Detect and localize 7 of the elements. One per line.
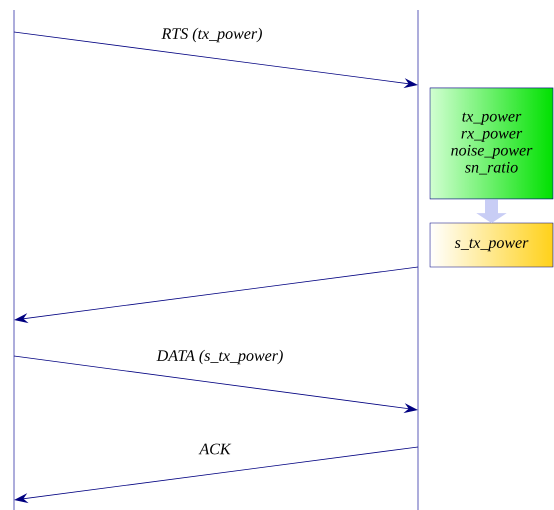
lifeline [417,10,419,510]
edge-label: RTS (tx_power) [160,26,264,44]
variables-box: tx_power rx_power noise_power sn_ratio [430,88,554,200]
lifeline [13,10,15,510]
edge-label: ACK [198,442,232,456]
edge-label: DATA (s_tx_power) [156,348,284,366]
result-box: s_tx_power [430,222,554,268]
